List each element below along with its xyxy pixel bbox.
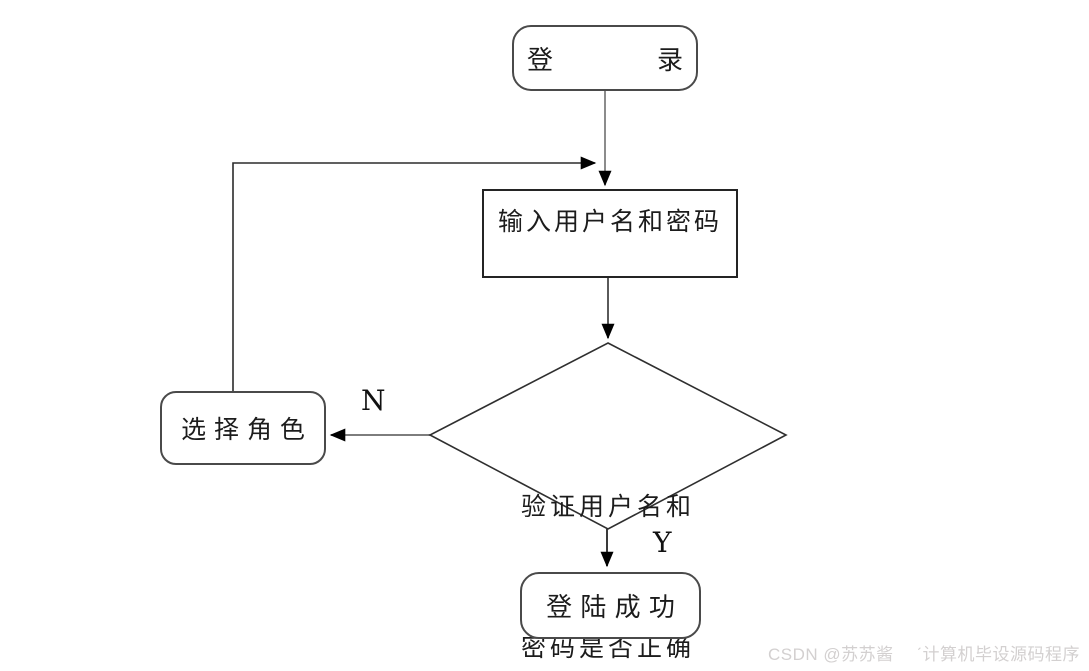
- node-login-success-label: 登 陆 成 功: [546, 593, 675, 623]
- node-select-role: 选 择 角 色: [160, 391, 326, 465]
- decision-diamond-shape: [428, 342, 788, 530]
- edge-label-yes: Y: [653, 526, 672, 559]
- node-input-credentials-label: 输入用户名和密码: [497, 207, 722, 236]
- node-input-credentials: 输入用户名和密码: [482, 189, 738, 278]
- node-login-success: 登 陆 成 功: [520, 572, 701, 639]
- decision-label-line1: 验证用户名和: [520, 492, 695, 521]
- node-start-login-label: 登 录: [526, 45, 683, 76]
- node-select-role-label: 选 择 角 色: [181, 415, 305, 444]
- node-start-login: 登 录: [512, 25, 698, 91]
- edge-select-role-to-input-feedback: [232, 156, 597, 391]
- watermark-text: CSDN @苏苏酱 ˊ计算机毕设源码程序: [767, 645, 1080, 664]
- edge-label-no: N: [361, 384, 386, 417]
